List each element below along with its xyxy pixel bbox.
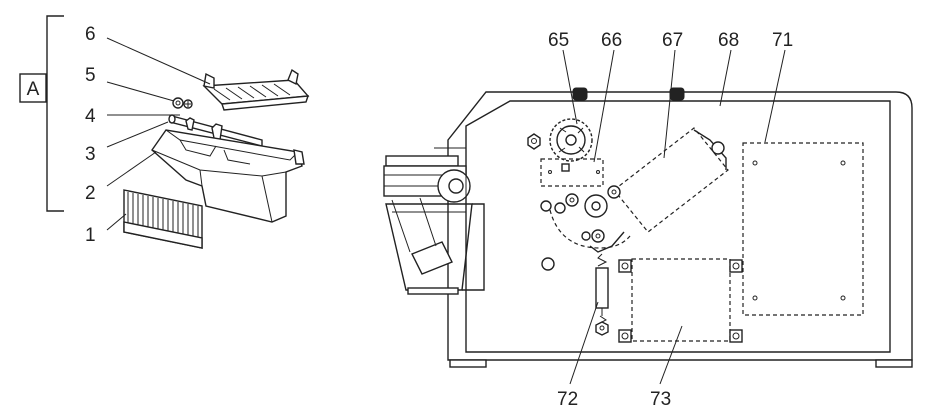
parts-group-a: A [19,15,310,249]
callout-73: 73 [650,389,671,410]
group-label: A [27,79,40,100]
drive-gear [549,118,593,162]
callout-71: 71 [772,30,793,51]
motor-assembly [613,127,729,233]
part-2-tray [151,129,305,223]
dashed-region-71 [742,142,864,316]
machine-side-view: 65 66 67 68 71 72 73 [383,30,913,410]
part-5-washer [172,97,184,109]
callout-2: 2 [85,183,96,204]
front-basket-assembly [383,147,485,295]
group-bracket [46,15,64,212]
callout-72: 72 [557,389,578,410]
callout-1: 1 [85,225,96,246]
dashed-region-73 [631,258,731,342]
callout-6: 6 [85,24,96,45]
callout-3: 3 [85,144,96,165]
spring-cylinder [595,253,609,336]
callout-67: 67 [662,30,683,51]
group-label-box [19,73,47,103]
callout-4: 4 [85,106,96,127]
dashed-region-66 [540,158,604,187]
callout-68: 68 [718,30,739,51]
part-6-guide [202,68,310,111]
part-1-brush [123,189,203,249]
callout-65: 65 [548,30,569,51]
roller-cluster [540,185,631,271]
callout-5: 5 [85,65,96,86]
callout-66: 66 [601,30,622,51]
machine-housing [447,91,913,361]
mount-squares [618,259,743,343]
